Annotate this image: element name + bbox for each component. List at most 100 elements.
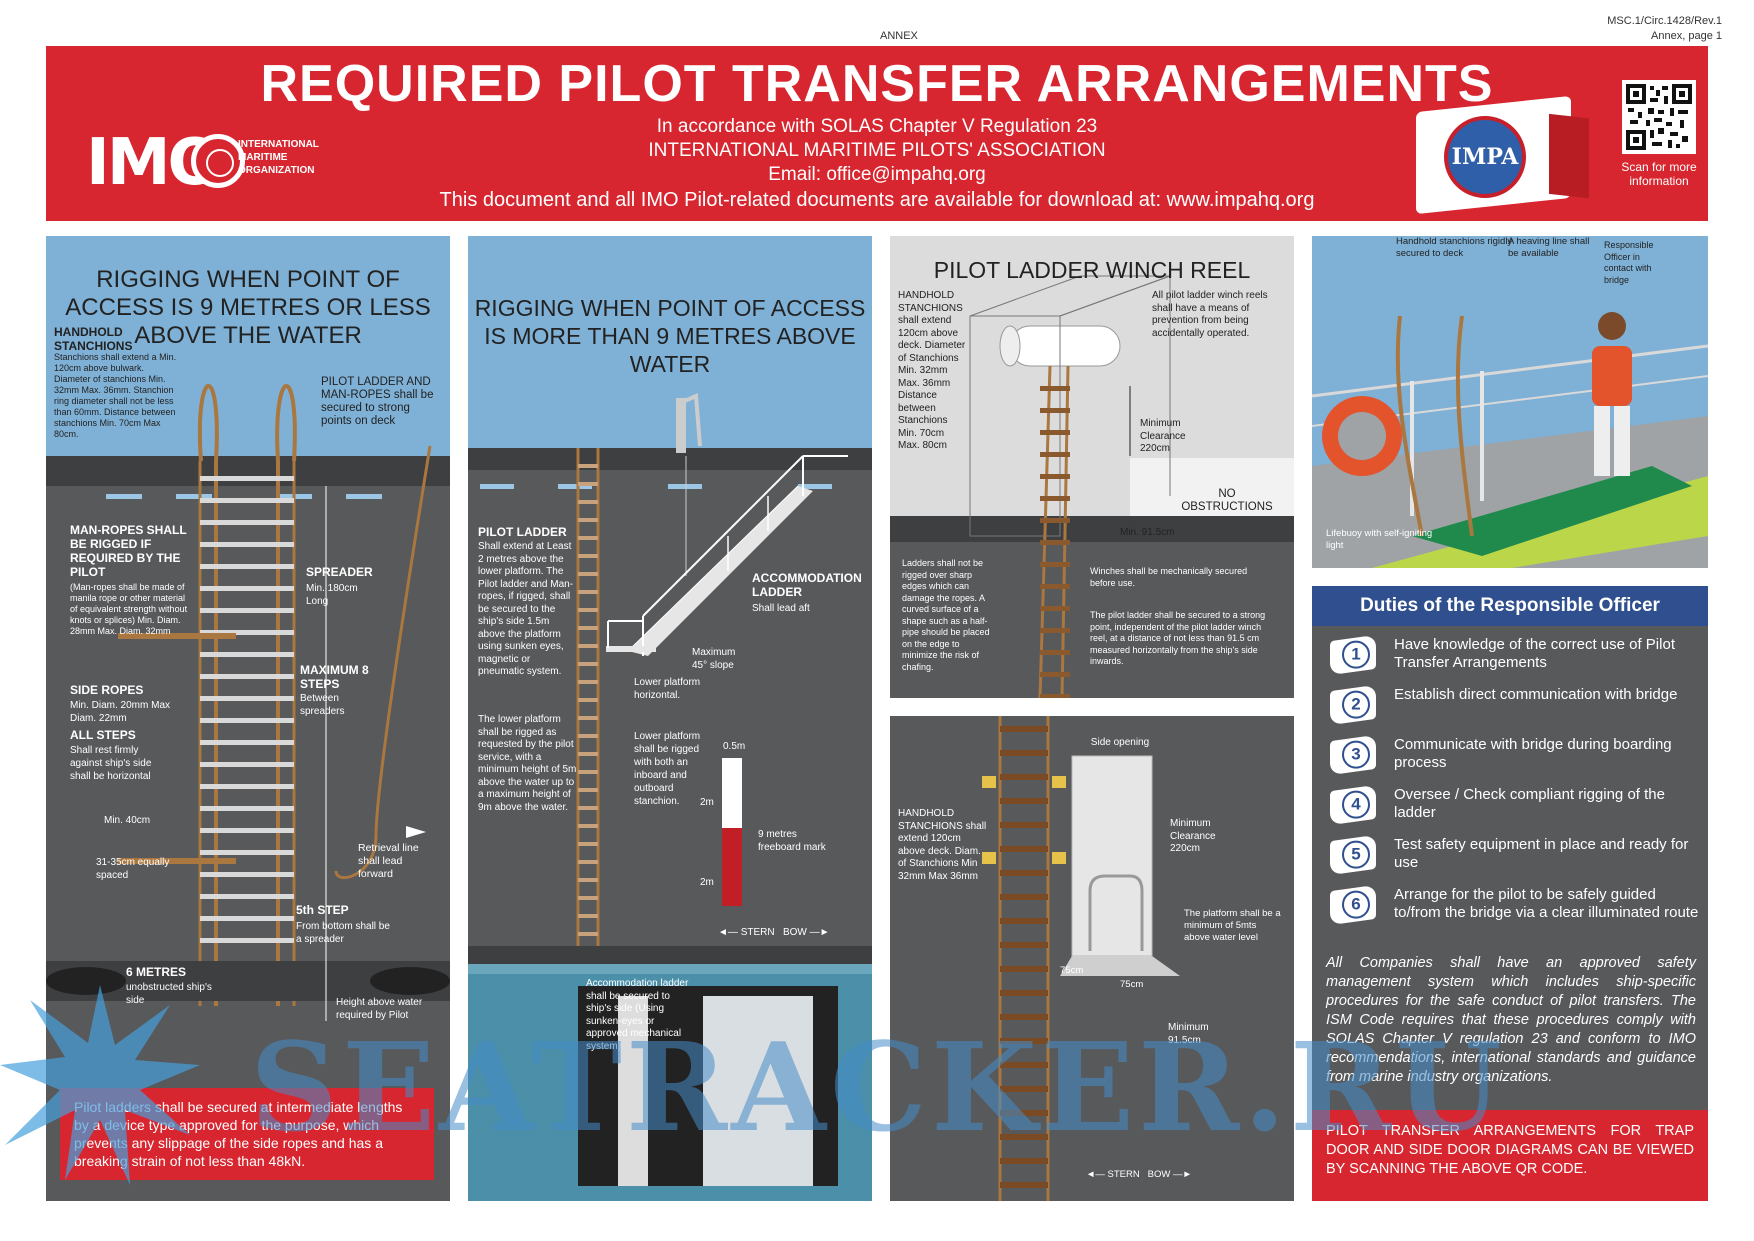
panel3a-title: PILOT LADDER WINCH REEL bbox=[933, 257, 1251, 283]
ladder-rung bbox=[200, 784, 294, 789]
ladder-rung bbox=[1040, 540, 1070, 545]
two-metre-lower-label: 2m bbox=[700, 877, 714, 888]
ladder-rung bbox=[578, 788, 598, 792]
ladder-rung bbox=[578, 932, 598, 936]
duty-number-3-icon: 3 bbox=[1330, 734, 1376, 776]
ladder-rung bbox=[200, 630, 294, 635]
heaving-line-label: A heaving line shall be available bbox=[1508, 236, 1590, 259]
accommodation-text: Shall lead aft bbox=[752, 603, 810, 614]
ladder-rung bbox=[578, 518, 598, 522]
ladder-rung bbox=[578, 680, 598, 684]
side-door-stern-bow: ◄— STERN BOW —► bbox=[1086, 1169, 1192, 1180]
qr-code-icon[interactable] bbox=[1622, 80, 1696, 154]
spreader-text: Min. 180cm Long bbox=[306, 583, 358, 607]
ladder-rung bbox=[1040, 694, 1070, 698]
duty-item-6: Arrange for the pilot to be safely guide… bbox=[1394, 886, 1699, 921]
winch-reel-diagram bbox=[890, 236, 1294, 698]
height-label: Height above water required by Pilot bbox=[336, 997, 423, 1021]
watermark-burst-icon bbox=[0, 985, 200, 1185]
qr-caption: Scan for more information bbox=[1621, 160, 1697, 188]
ladder-rung bbox=[578, 482, 598, 486]
inboard-label: Lower platform shall be rigged with both… bbox=[634, 731, 701, 807]
ladder-rung bbox=[1040, 474, 1070, 479]
duty-number-2-icon: 2 bbox=[1330, 684, 1376, 726]
ladder-rung bbox=[578, 644, 598, 648]
ladder-rung bbox=[1000, 798, 1048, 804]
six-metres-heading: 6 METRES bbox=[126, 965, 187, 979]
maxsteps-heading: MAXIMUM 8 STEPS bbox=[300, 663, 369, 691]
ladder-rung bbox=[578, 752, 598, 756]
ladder-rung bbox=[1000, 1038, 1048, 1044]
pilot-ladder-heading: PILOT LADDER bbox=[478, 525, 567, 539]
handhold-secured-label: Handhold stanchions rigidly secured to d… bbox=[1396, 236, 1513, 259]
ladder-rung bbox=[200, 520, 294, 525]
ladder-rung bbox=[1000, 894, 1048, 900]
ladder-rung bbox=[1000, 918, 1048, 924]
header-solas: In accordance with SOLAS Chapter V Regul… bbox=[656, 116, 1098, 137]
duty-number-4-icon: 4 bbox=[1330, 784, 1376, 826]
winch-clearance-label: Minimum Clearance 220cm bbox=[1140, 418, 1186, 454]
ladder-rung bbox=[200, 542, 294, 547]
spreader-heading: SPREADER bbox=[306, 565, 373, 579]
ladder-rung bbox=[200, 938, 294, 943]
ladder-rung bbox=[1000, 822, 1048, 828]
circular-reference: MSC.1/Circ.1428/Rev.1 Annex, page 1 bbox=[1607, 14, 1722, 44]
imo-name-2: MARITIME bbox=[238, 152, 288, 163]
header-download[interactable]: This document and all IMO Pilot-related … bbox=[439, 189, 1315, 211]
ladder-rung bbox=[200, 498, 294, 503]
un-emblem-icon bbox=[191, 134, 245, 188]
ladder-rung bbox=[578, 896, 598, 900]
winch-stanchions-text: HANDHOLD STANCHIONS shall extend 120cm a… bbox=[898, 290, 966, 451]
lower-platform-text: The lower platform shall be rigged as re… bbox=[478, 714, 577, 813]
panel1-title: RIGGING WHEN POINT OF ACCESS IS 9 METRES… bbox=[65, 266, 431, 349]
ladder-rung bbox=[578, 698, 598, 702]
header-association: INTERNATIONAL MARITIME PILOTS' ASSOCIATI… bbox=[648, 140, 1106, 161]
ladder-rung bbox=[200, 916, 294, 921]
ladder-rung bbox=[200, 718, 294, 723]
ladder-rung bbox=[1040, 496, 1070, 501]
ladder-rung bbox=[578, 608, 598, 612]
panel2-title: RIGGING WHEN POINT OF ACCESS IS MORE THA… bbox=[474, 295, 866, 377]
slope-label: Maximum 45° slope bbox=[692, 647, 736, 671]
duty-item-4: Oversee / Check compliant rigging of the… bbox=[1394, 786, 1665, 821]
ladder-rung bbox=[200, 476, 294, 481]
ladder-rung bbox=[1000, 726, 1048, 732]
horizontal-label: Lower platform horizontal. bbox=[634, 677, 701, 701]
ladder-rung bbox=[1000, 1158, 1048, 1164]
ladder-rung bbox=[1000, 1062, 1048, 1068]
ladder-rung bbox=[1040, 584, 1070, 589]
ladder-rung bbox=[578, 716, 598, 720]
header-email[interactable]: Email: office@impahq.org bbox=[768, 164, 986, 185]
impa-logo: IMPA bbox=[1444, 116, 1526, 198]
steps-text: Shall rest firmly against ship's side sh… bbox=[70, 745, 152, 782]
ladder-rung bbox=[1000, 1134, 1048, 1140]
safety-management-note: All Companies shall have an approved saf… bbox=[1326, 955, 1696, 1085]
watermark-text: SEATRACKER.RU bbox=[250, 1015, 1506, 1159]
ladder-rung bbox=[1000, 1110, 1048, 1116]
siderope-text: Min. Diam. 20mm Max Diam. 22mm bbox=[70, 700, 171, 724]
ladder-rung bbox=[200, 806, 294, 811]
fifth-step-text: From bottom shall be a spreader bbox=[296, 921, 390, 945]
header-banner: REQUIRED PILOT TRANSFER ARRANGEMENTS In … bbox=[46, 46, 1708, 221]
ladder-rung bbox=[1000, 1182, 1048, 1188]
panel-low-access: RIGGING WHEN POINT OF ACCESS IS 9 METRES… bbox=[46, 236, 450, 1201]
c75-bottom-label: 75cm bbox=[1120, 979, 1144, 990]
ladder-rung bbox=[1000, 846, 1048, 852]
panel-side-door: Side opening HANDHOLD STANCHIONS shall e… bbox=[890, 716, 1294, 1201]
duty-number-6-icon: 6 bbox=[1330, 884, 1376, 926]
ladder-rung bbox=[578, 500, 598, 504]
ladder-rung bbox=[200, 762, 294, 767]
ladder-rung bbox=[578, 572, 598, 576]
ladder-rung bbox=[1040, 452, 1070, 457]
officer-contact-label: Responsible Officer in contact with brid… bbox=[1604, 240, 1654, 285]
strong-point-text: The pilot ladder shall be secured to a s… bbox=[1090, 610, 1266, 666]
ladder-diagram-low bbox=[46, 384, 450, 1066]
spacing-label: 31-35cm equally spaced bbox=[96, 857, 170, 881]
ladder-rung bbox=[578, 842, 598, 846]
accommodation-heading: ACCOMMODATION LADDER bbox=[752, 571, 862, 599]
ladder-rung bbox=[200, 608, 294, 613]
ladder-rung bbox=[200, 586, 294, 591]
boarding-station-diagram bbox=[1312, 312, 1708, 568]
platform-height-text: The platform shall be a minimum of 5mts … bbox=[1184, 908, 1281, 943]
ladder-rung bbox=[200, 696, 294, 701]
